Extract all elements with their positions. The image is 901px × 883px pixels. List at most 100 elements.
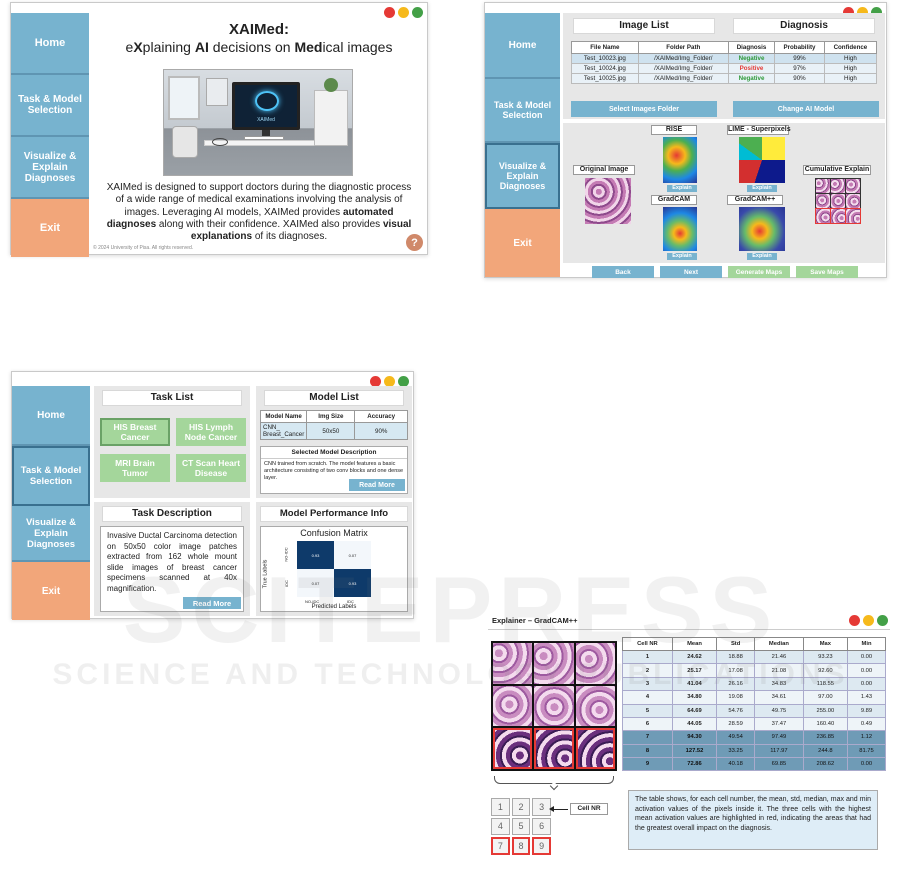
cell-nr-label: Cell NR: [570, 803, 608, 815]
nav-visualize[interactable]: Visualize & Explain Diagnoses: [12, 506, 90, 562]
nav-exit[interactable]: Exit: [485, 209, 560, 277]
nav-task-model[interactable]: Task & Model Selection: [11, 75, 89, 137]
performance-panel: Model Performance Info Confusion Matrix …: [256, 502, 412, 616]
nav-home[interactable]: Home: [485, 13, 560, 79]
activation-cell: 3: [622, 676, 673, 692]
activation-cell: 34.80: [671, 690, 718, 705]
diag-cell-prob: 90%: [774, 73, 825, 84]
cell-number-9: 9: [532, 837, 551, 855]
maximize-icon[interactable]: [398, 376, 409, 387]
model-name-cell: CNN_ Breast_Cancer: [259, 422, 308, 440]
explainer-divider: [488, 629, 890, 630]
close-icon[interactable]: [849, 615, 860, 626]
task-description-box: Invasive Ductal Carcinoma detection on 5…: [100, 526, 244, 612]
activation-cell: 97.00: [802, 690, 848, 705]
task-his-lymph[interactable]: HIS Lymph Node Cancer: [176, 418, 246, 446]
model-read-more-button[interactable]: Read More: [349, 479, 405, 491]
cell-number-4: 4: [491, 817, 510, 836]
minimize-icon[interactable]: [863, 615, 874, 626]
task-ct-heart[interactable]: CT Scan Heart Disease: [176, 454, 246, 482]
nav-task-model[interactable]: Task & Model Selection: [485, 79, 560, 143]
performance-title: Model Performance Info: [260, 506, 408, 522]
hero-image: XAIMed: [163, 69, 353, 176]
activation-cell: 17.08: [716, 663, 756, 678]
back-button[interactable]: Back: [592, 266, 654, 278]
select-folder-button[interactable]: Select Images Folder: [571, 101, 717, 117]
generate-maps-button[interactable]: Generate Maps: [728, 266, 790, 278]
exp-col-4: Max: [802, 637, 848, 651]
minimize-icon[interactable]: [398, 7, 409, 18]
diag-cell-path: /XAIMed/Img_Folder/: [637, 53, 729, 64]
maximize-icon[interactable]: [871, 7, 882, 18]
lime-map: [739, 137, 785, 183]
cm-grid: 0.93 0.07 0.07 0.93: [297, 541, 371, 597]
window-controls: [370, 376, 409, 387]
cabinet: [314, 90, 348, 146]
cumulative-cell: [816, 194, 830, 208]
activation-cell: 25.17: [671, 663, 718, 678]
nav-visualize[interactable]: Visualize & Explain Diagnoses: [11, 137, 89, 199]
maximize-icon[interactable]: [412, 7, 423, 18]
rise-label: RISE: [651, 125, 697, 135]
image-row[interactable]: Test_10025.jpg/XAIMed/Img_Folder/Negativ…: [571, 73, 878, 84]
tissue-cell: [534, 643, 574, 684]
close-icon[interactable]: [384, 7, 395, 18]
rise-map: [663, 137, 697, 183]
maximize-icon[interactable]: [877, 615, 888, 626]
gradcam-map: [663, 207, 697, 251]
activation-cell: 0.49: [846, 716, 887, 732]
tissue-cell: [493, 728, 533, 769]
next-button[interactable]: Next: [660, 266, 722, 278]
rise-explain-button[interactable]: Explain: [667, 185, 697, 192]
task-read-more-button[interactable]: Read More: [183, 597, 241, 609]
diag-cell-diag: Positive: [727, 63, 776, 74]
gradcampp-label: GradCAM++: [727, 195, 783, 205]
keyboard: [244, 136, 284, 140]
image-row[interactable]: Test_10023.jpg/XAIMed/Img_Folder/Negativ…: [571, 53, 878, 64]
activation-cell: 1: [622, 649, 673, 665]
image-row[interactable]: Test_10024.jpg/XAIMed/Img_Folder/Positiv…: [571, 63, 878, 74]
activation-cell: 33.25: [716, 743, 756, 759]
save-maps-button[interactable]: Save Maps: [796, 266, 858, 278]
tissue-cell: [575, 728, 615, 769]
activation-cell: 44.05: [671, 716, 718, 732]
nav-visualize[interactable]: Visualize & Explain Diagnoses: [485, 143, 560, 209]
minimize-icon[interactable]: [384, 376, 395, 387]
col-model-name: Model Name: [259, 410, 308, 423]
change-model-button[interactable]: Change AI Model: [733, 101, 879, 117]
lime-explain-button[interactable]: Explain: [747, 185, 777, 192]
activation-cell: 19.08: [716, 690, 756, 705]
cm-col-label-0: NO-IDC: [305, 599, 320, 604]
task-mri-brain[interactable]: MRI Brain Tumor: [100, 454, 170, 482]
activation-cell: 64.69: [671, 703, 718, 718]
nav-exit[interactable]: Exit: [12, 562, 90, 620]
window-controls: [849, 615, 888, 626]
diag-cell-diag: Negative: [727, 53, 776, 64]
tissue-cell: [534, 685, 574, 727]
close-icon[interactable]: [370, 376, 381, 387]
gradcampp-explain-button[interactable]: Explain: [747, 253, 777, 260]
task-his-breast[interactable]: HIS Breast Cancer: [100, 418, 170, 446]
nav-home[interactable]: Home: [12, 386, 90, 446]
model-list-title: Model List: [264, 390, 404, 406]
activation-cell: 54.76: [716, 703, 756, 718]
activation-cell: 49.75: [754, 703, 804, 718]
cm-title: Confusion Matrix: [300, 528, 368, 538]
image-list-title: Image List: [573, 18, 715, 34]
activation-cell: 6: [622, 716, 673, 732]
task-description-title: Task Description: [102, 506, 242, 522]
model-row[interactable]: CNN_ Breast_Cancer 50x50 90%: [259, 422, 408, 440]
nav-home[interactable]: Home: [11, 13, 89, 75]
help-icon[interactable]: ?: [406, 234, 423, 251]
gradcam-explain-button[interactable]: Explain: [667, 253, 697, 260]
close-icon[interactable]: [843, 7, 854, 18]
original-image-label: Original Image: [573, 165, 635, 175]
nav-task-model[interactable]: Task & Model Selection: [12, 446, 90, 506]
nav-exit[interactable]: Exit: [11, 199, 89, 257]
activation-cell: 24.62: [671, 649, 718, 665]
minimize-icon[interactable]: [857, 7, 868, 18]
